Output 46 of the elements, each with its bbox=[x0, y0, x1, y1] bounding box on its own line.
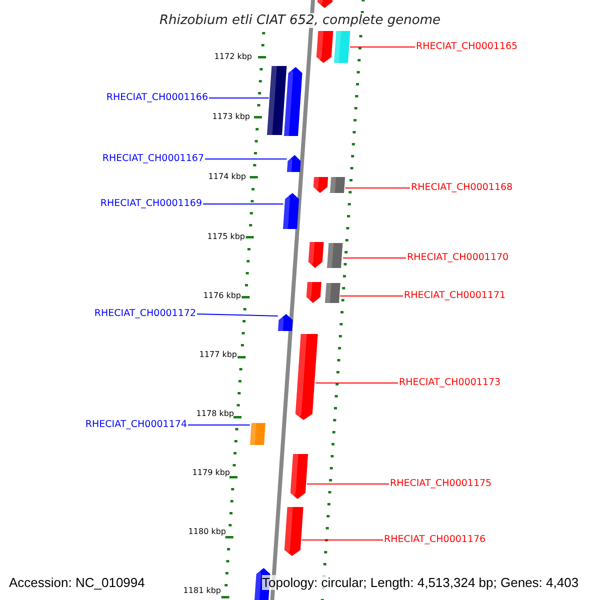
gene-block bbox=[334, 31, 350, 63]
gene-label: RHECIAT_CH0001173 bbox=[399, 377, 501, 389]
gene-label: RHECIAT_CH0001167 bbox=[102, 153, 204, 165]
gene-block bbox=[267, 66, 287, 135]
gene-feature bbox=[286, 155, 301, 172]
tick-label: 1176 kbp bbox=[203, 291, 241, 301]
tick-label: 1173 kbp bbox=[212, 112, 250, 122]
gene-label: RHECIAT_CH0001175 bbox=[390, 478, 492, 490]
gene-label: RHECIAT_CH0001172 bbox=[94, 308, 196, 320]
gene-block bbox=[327, 243, 343, 268]
gene-label: RHECIAT_CH0001174 bbox=[85, 419, 187, 431]
leader-line bbox=[196, 314, 278, 316]
tick-label: 1175 kbp bbox=[207, 232, 245, 242]
leader-line bbox=[315, 382, 398, 384]
leader-line bbox=[349, 46, 416, 48]
map-title: Rhizobium etli CIAT 652, complete genome bbox=[158, 12, 442, 28]
info-text: Accession: NC_010994 bbox=[9, 575, 145, 590]
gene-block bbox=[324, 283, 340, 303]
gene-label: RHECIAT_CH0001171 bbox=[404, 290, 506, 302]
gene-block bbox=[250, 423, 265, 445]
tick-label: 1172 kbp bbox=[214, 52, 252, 62]
tick-label: 1174 kbp bbox=[208, 172, 246, 182]
tick-label: 1180 kbp bbox=[188, 527, 226, 537]
gene-feature bbox=[306, 282, 321, 303]
gene-feature bbox=[290, 454, 308, 499]
gene-label: RHECIAT_CH0001170 bbox=[407, 252, 509, 264]
gene-feature bbox=[282, 193, 299, 229]
tick-label: 1179 kbp bbox=[192, 468, 230, 478]
gene-label: RHECIAT_CH0001168 bbox=[411, 182, 513, 194]
tick-label: 1178 kbp bbox=[196, 409, 234, 419]
leader-line bbox=[204, 158, 288, 160]
gene-feature bbox=[284, 507, 303, 556]
gene-block bbox=[330, 177, 345, 193]
gene-feature bbox=[295, 334, 318, 420]
gene-feature bbox=[278, 314, 293, 331]
gene-feature bbox=[284, 67, 303, 136]
gene-feature bbox=[308, 242, 324, 268]
gene-label: RHECIAT_CH0001166 bbox=[106, 92, 208, 104]
gene-label: RHECIAT_CH0001169 bbox=[100, 198, 202, 210]
gene-label: RHECIAT_CH0001176 bbox=[384, 534, 486, 546]
leader-line bbox=[188, 424, 250, 426]
gene-label: RHECIAT_CH0001165 bbox=[416, 41, 518, 53]
gene-feature bbox=[312, 177, 328, 193]
tick-label: 1177 kbp bbox=[199, 350, 237, 360]
gene-feature bbox=[316, 31, 333, 63]
tick-label: 1181 kbp bbox=[183, 586, 221, 596]
